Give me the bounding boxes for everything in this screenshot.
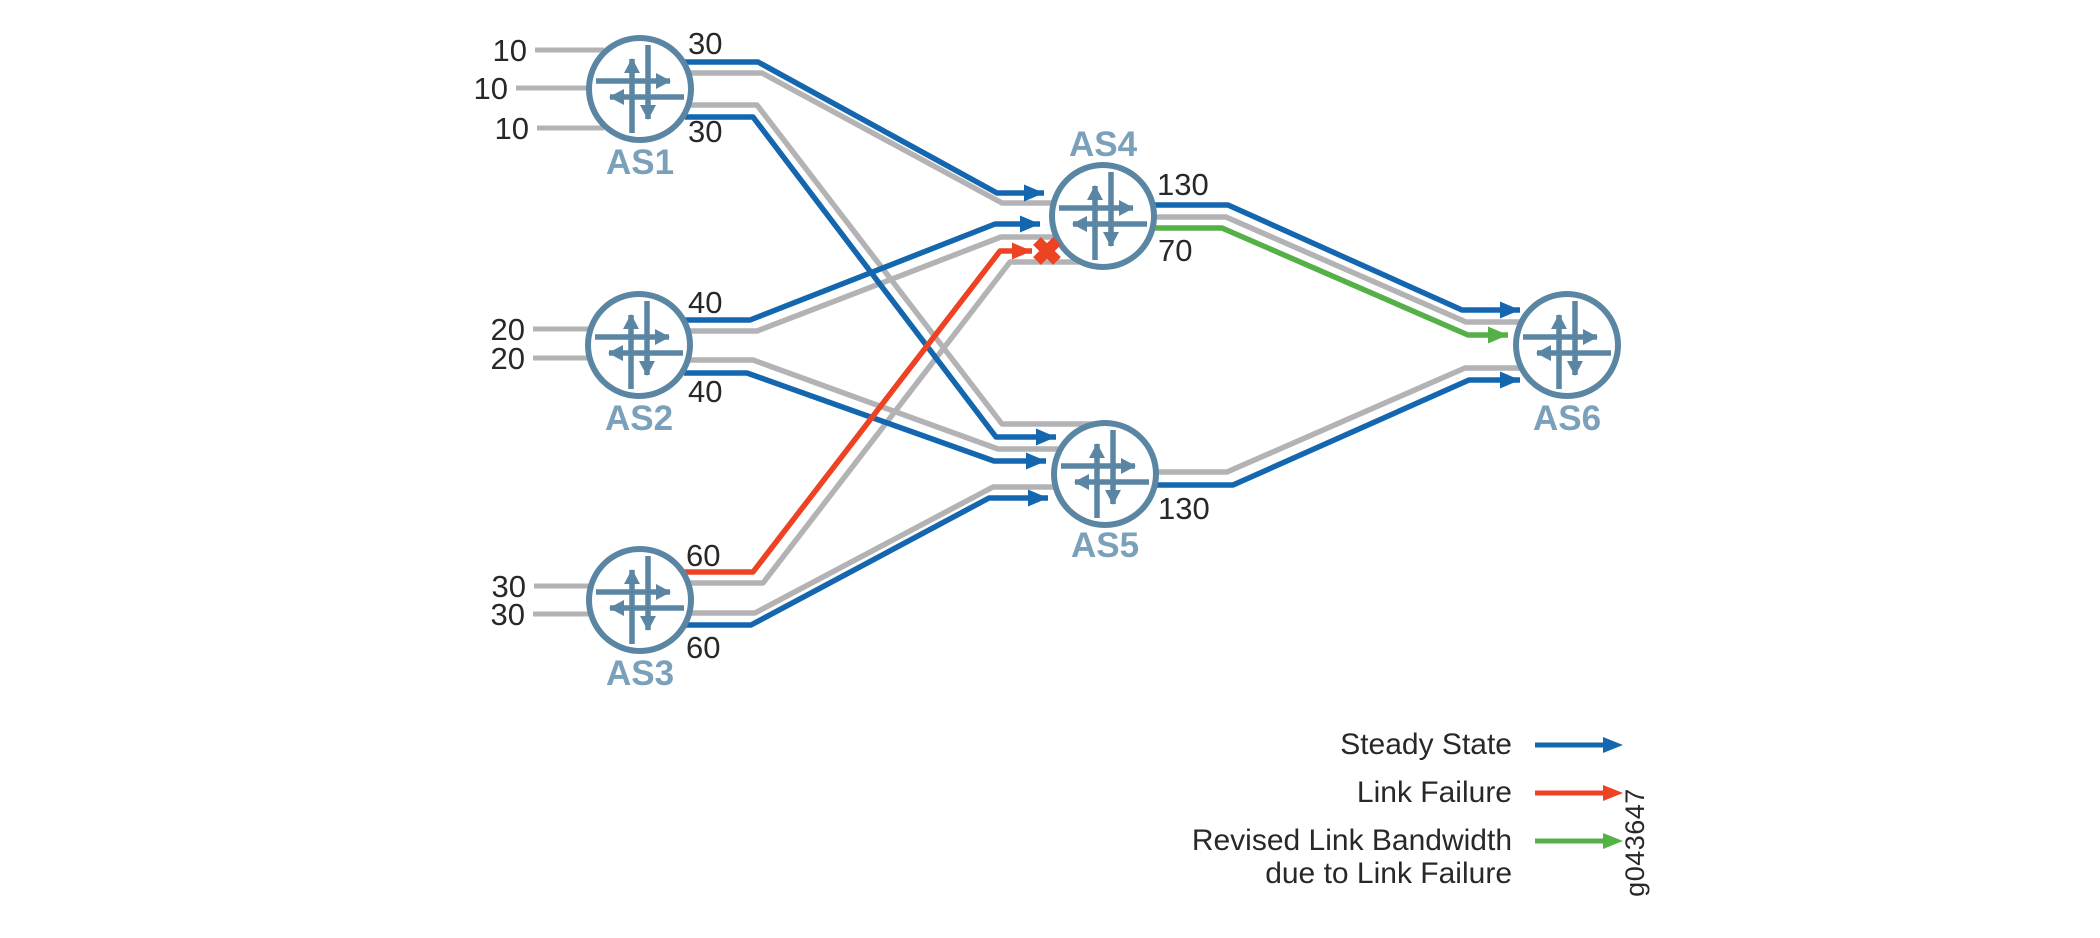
revised-bandwidth-arrow-icon — [1535, 833, 1623, 849]
bandwidth-label-as2-as5: 40 — [688, 374, 722, 409]
link-as1-as4-steady-line — [683, 59, 1044, 202]
router-as4 — [1049, 162, 1157, 270]
link-failure-x-icon — [1033, 237, 1061, 265]
diagram-labels: 101010AS12020AS23030AS3AS4AS5AS630304040… — [474, 26, 1602, 693]
router-as3-circle — [586, 546, 694, 654]
legend-label-link-failure: Link Failure — [1356, 776, 1512, 809]
stub-label-as3-0: 30 — [492, 569, 526, 604]
legend-item-link-failure: Link Failure — [1167, 776, 1647, 809]
figure-id-text: g043647 — [1619, 787, 1650, 897]
link-as3-as5-return-line — [688, 484, 1105, 616]
link-as3-as5-steady-line — [685, 489, 1048, 628]
router-as2-circle — [585, 291, 693, 399]
link-as1-as5-steady-line — [685, 114, 1056, 446]
link-as2-as5-return-line — [687, 357, 1105, 452]
bandwidth-label-as1-as4: 30 — [688, 26, 722, 61]
link-as2-as4-steady-line — [683, 215, 1040, 323]
bandwidth-label-as1-as5: 30 — [688, 114, 722, 149]
router-as5 — [1051, 420, 1159, 528]
link-traffic-lines — [683, 59, 1520, 628]
bandwidth-label-as3-as4: 60 — [686, 538, 720, 573]
bandwidth-label-as4-as6: 130 — [1157, 167, 1209, 202]
router-as1-circle — [586, 35, 694, 143]
stub-label-as3-1: 30 — [491, 597, 525, 632]
failure-marks — [1033, 237, 1061, 265]
legend-item-steady-state: Steady State — [1167, 728, 1647, 761]
link-as5-as6-steady-line — [1153, 371, 1520, 488]
figure-id-watermark: g043647 — [1585, 786, 1685, 898]
stub-label-as1-0: 10 — [493, 33, 527, 68]
node-label-as5: AS5 — [1071, 526, 1139, 565]
node-label-as2: AS2 — [605, 399, 673, 438]
router-as2 — [533, 291, 693, 399]
link-as4-as6-steady-line — [1154, 202, 1520, 319]
bandwidth-label-as3-as5: 60 — [686, 630, 720, 665]
legend-label-revised-bandwidth-line1: Revised Link Bandwidth — [1191, 824, 1512, 857]
legend: Steady State Link Failure Revised Link B… — [1167, 728, 1647, 905]
bandwidth-label-as5-as6: 130 — [1158, 491, 1210, 526]
router-as3 — [533, 546, 694, 654]
link-as3-as4-failure-line — [683, 242, 1032, 575]
steady-state-arrow-icon — [1535, 736, 1623, 753]
node-label-as1: AS1 — [606, 143, 674, 182]
link-as5-as6-return-line — [1155, 365, 1567, 475]
revised-bandwidth-label-as4-as6: 70 — [1158, 233, 1192, 268]
router-as6-circle — [1513, 291, 1621, 399]
stub-label-as2-1: 20 — [491, 341, 525, 376]
node-label-as4: AS4 — [1069, 125, 1138, 164]
node-label-as6: AS6 — [1533, 399, 1601, 438]
router-nodes — [516, 35, 1621, 654]
router-as1 — [516, 35, 694, 143]
stub-label-as2-0: 20 — [491, 312, 525, 347]
link-as4-as6-return-line — [1153, 214, 1567, 325]
link-as1-as5-return-line — [688, 102, 1105, 427]
legend-label-steady-state: Steady State — [1340, 728, 1512, 761]
legend-item-revised-bandwidth: Revised Link Bandwidth due to Link Failu… — [1167, 824, 1647, 890]
stub-label-as1-2: 10 — [495, 111, 529, 146]
router-as5-circle — [1051, 420, 1159, 528]
router-as4-circle — [1049, 162, 1157, 270]
node-label-as3: AS3 — [606, 654, 674, 693]
link-as4-as6-revised-line — [1152, 225, 1508, 344]
legend-label-revised-bandwidth-line2: due to Link Failure — [1265, 857, 1512, 890]
stub-label-as1-1: 10 — [474, 71, 508, 106]
link-failure-arrow-icon — [1535, 784, 1623, 801]
router-as6 — [1513, 291, 1621, 399]
bandwidth-label-as2-as4: 40 — [688, 285, 722, 320]
